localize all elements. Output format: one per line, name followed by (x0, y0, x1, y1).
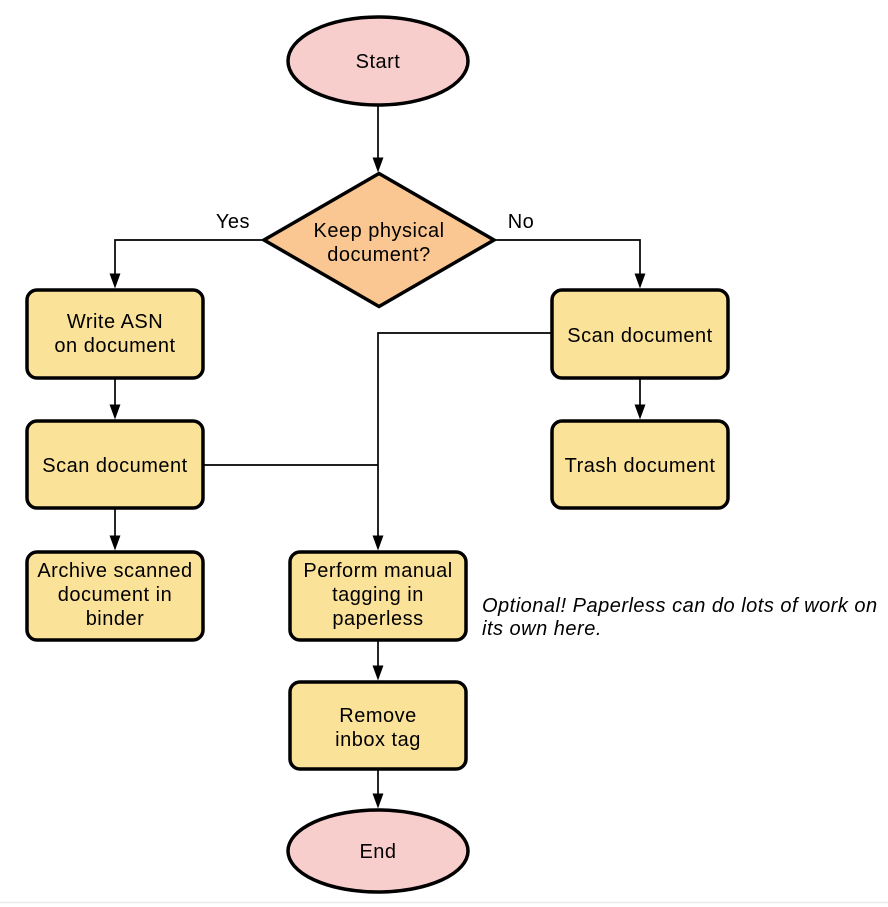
remove-tag-label-line1: Remove (339, 705, 416, 727)
optional-note-line2: its own here. (482, 618, 602, 640)
trash-box (550, 419, 730, 510)
edge-scanright-to-tagging (378, 332, 552, 548)
scan-left-box (25, 419, 205, 510)
node-archive: Archive scanned document in binder (25, 550, 205, 642)
write-asn-label-line2: on document (54, 335, 175, 357)
optional-note-line1: Optional! Paperless can do lots of work … (482, 595, 878, 617)
start-ellipse (286, 15, 470, 107)
trash-label: Trash document (565, 455, 716, 477)
scan-right-box (550, 288, 730, 380)
remove-tag-label-line2: inbox tag (335, 729, 421, 751)
scan-right-label: Scan document (567, 325, 712, 347)
end-label: End (359, 841, 396, 863)
remove-tag-box (288, 680, 468, 771)
node-scan-left: Scan document (25, 419, 205, 510)
decision-label-line1: Keep physical (313, 220, 444, 242)
edge-label-no: No (508, 211, 535, 233)
node-scan-right: Scan document (550, 288, 730, 380)
tagging-label-line2: tagging in (332, 584, 424, 606)
optional-note: Optional! Paperless can do lots of work … (482, 595, 878, 640)
decision-label-line2: document? (327, 244, 430, 266)
end-ellipse (286, 808, 470, 894)
archive-label-line2: document in (58, 584, 172, 606)
start-label: Start (356, 51, 401, 73)
decision-diamond (260, 171, 498, 309)
tagging-label-line3: paperless (332, 608, 423, 630)
node-decision: Keep physical document? (260, 171, 498, 309)
edge-decision-no (494, 239, 640, 286)
node-tagging: Perform manual tagging in paperless (288, 550, 468, 642)
node-write-asn: Write ASN on document (25, 288, 205, 380)
edge-label-yes: Yes (216, 211, 250, 233)
node-end: End (286, 808, 470, 894)
write-asn-label-line1: Write ASN (67, 311, 163, 333)
tagging-box (288, 550, 468, 642)
write-asn-box (25, 288, 205, 380)
tagging-label-line1: Perform manual (303, 560, 452, 582)
archive-label-line1: Archive scanned (37, 560, 192, 582)
flow-edges (115, 105, 640, 806)
node-remove-tag: Remove inbox tag (288, 680, 468, 771)
node-trash: Trash document (550, 419, 730, 510)
node-start: Start (286, 15, 470, 107)
archive-label-line3: binder (86, 608, 145, 630)
edge-decision-yes (115, 239, 264, 286)
scan-left-label: Scan document (42, 455, 187, 477)
archive-box (25, 550, 205, 642)
